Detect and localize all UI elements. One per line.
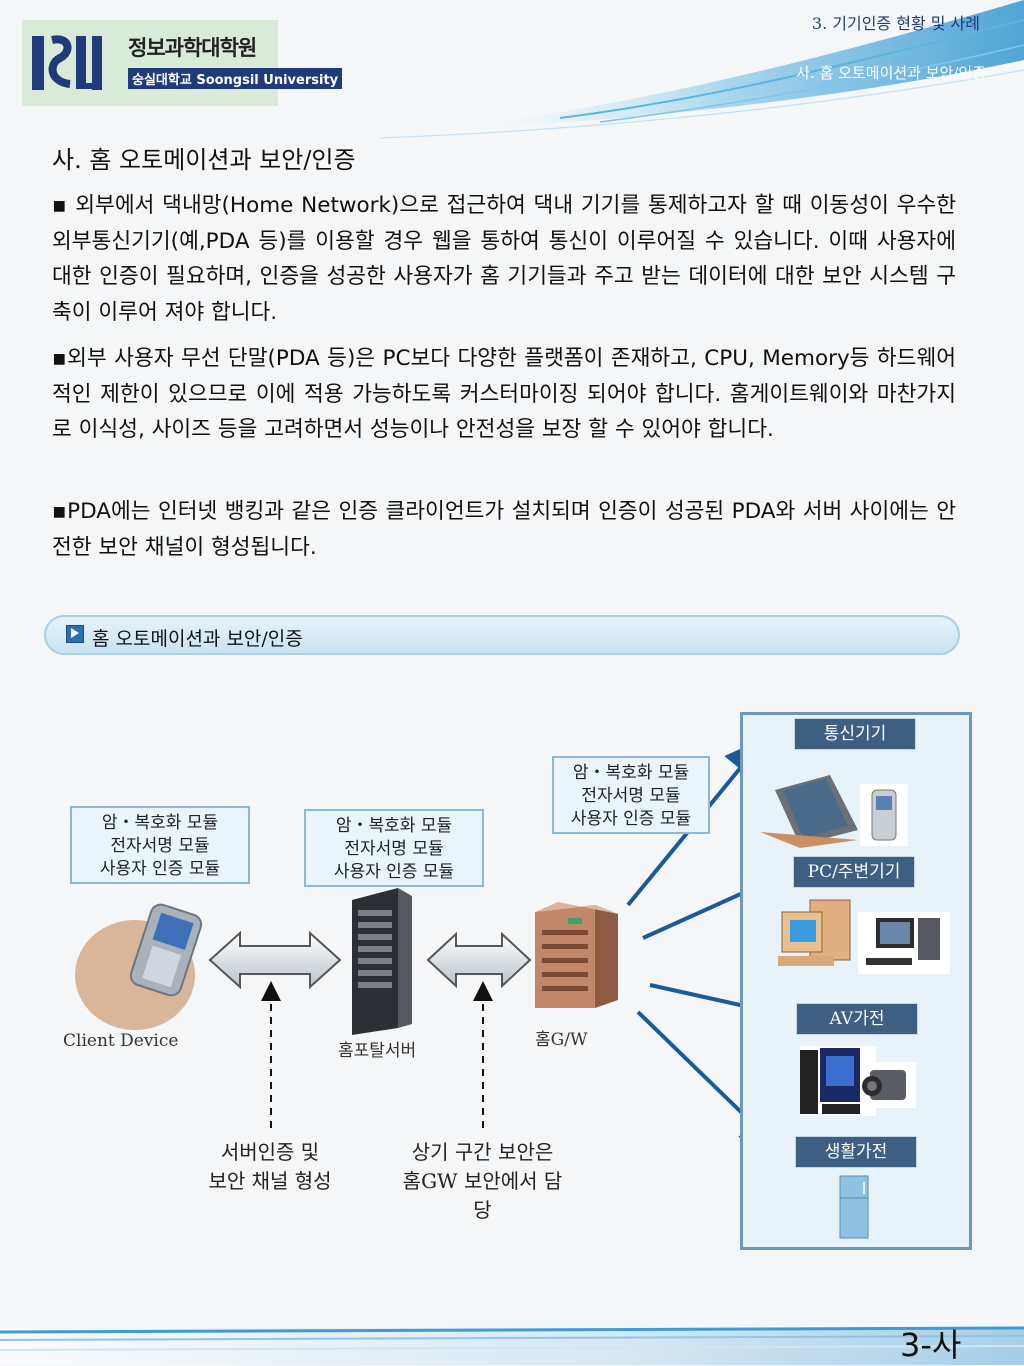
gateway-label: 홈G/W bbox=[535, 1030, 588, 1050]
logo-box bbox=[22, 20, 278, 106]
paragraph-3: ▪PDA에는 인터넷 뱅킹과 같은 인증 클라이언트가 설치되며 인증이 성공된… bbox=[52, 499, 956, 560]
module-box-gateway: 암・복호화 모듈 전자서명 모듈 사용자 인증 모듈 bbox=[552, 756, 710, 834]
paragraph-1: ▪ 외부에서 댁내망(Home Network)으로 접근하여 댁내 기기를 통… bbox=[52, 193, 956, 325]
page-title: 사. 홈 오토메이션과 보안/인증 bbox=[52, 146, 356, 174]
refrigerator-icon bbox=[839, 1175, 869, 1239]
module-line: 전자서명 모듈 bbox=[110, 836, 210, 856]
note-line: 서버인증 및 bbox=[220, 1140, 320, 1164]
double-arrow-portal-gw bbox=[426, 931, 532, 989]
module-line: 암・복호화 모듈 bbox=[335, 816, 453, 836]
category-av-appliances: AV가전 bbox=[796, 1003, 918, 1035]
note-line: 보안 채널 형성 bbox=[208, 1169, 332, 1193]
client-device-icon bbox=[75, 903, 203, 1030]
module-line: 사용자 인증 모듈 bbox=[99, 859, 221, 879]
module-box-portal: 암・복호화 모듈 전자서명 모듈 사용자 인증 모듈 bbox=[304, 809, 484, 887]
university-logo-icon bbox=[32, 35, 102, 90]
module-line: 암・복호화 모듈 bbox=[101, 813, 219, 833]
portal-server-label: 홈포탈서버 bbox=[338, 1041, 417, 1061]
module-line: 암・복호화 모듈 bbox=[572, 763, 690, 783]
desktop-pc-icon bbox=[778, 899, 851, 966]
camcorder-icon bbox=[862, 1062, 916, 1108]
panel-device-icons bbox=[760, 775, 950, 1239]
module-box-client: 암・복호화 모듈 전자서명 모듈 사용자 인증 모듈 bbox=[70, 806, 250, 884]
note-gw-security: 상기 구간 보안은 홈GW 보안에서 담 당 bbox=[380, 1138, 585, 1225]
handheld-icon bbox=[860, 784, 908, 846]
pda-icon bbox=[760, 775, 858, 848]
diagram-graphics bbox=[75, 737, 798, 1151]
note-line: 당 bbox=[473, 1198, 492, 1222]
module-line: 사용자 인증 모듈 bbox=[570, 809, 692, 829]
note-line: 홈GW 보안에서 담 bbox=[402, 1169, 563, 1193]
module-line: 전자서명 모듈 bbox=[581, 786, 681, 806]
home-gateway-icon bbox=[535, 902, 618, 1008]
category-home-appliances: 생활가전 bbox=[795, 1136, 917, 1168]
computer-set-icon bbox=[858, 912, 950, 974]
play-bullet-triangle bbox=[71, 628, 79, 638]
category-pc-peripherals: PC/주변기기 bbox=[793, 856, 915, 888]
page-number: 3-사 bbox=[900, 1326, 962, 1364]
tv-icon bbox=[800, 1046, 876, 1116]
section-bar bbox=[44, 615, 960, 655]
footer-stripe bbox=[0, 1326, 1024, 1365]
logo-university: 숭실대학교 Soongsil University bbox=[128, 68, 343, 89]
portal-server-icon bbox=[352, 888, 412, 1035]
paragraph-2: ▪외부 사용자 무선 단말(PDA 등)은 PC보다 다양한 플랫폼이 존재하고… bbox=[52, 346, 956, 442]
logo-name: 정보과학대학원 bbox=[128, 36, 257, 60]
client-device-label: Client Device bbox=[63, 1031, 179, 1051]
module-line: 전자서명 모듈 bbox=[344, 839, 444, 859]
double-arrow-client-portal bbox=[208, 930, 342, 990]
section-bar-title: 홈 오토메이션과 보안/인증 bbox=[92, 628, 303, 650]
note-server-auth: 서버인증 및 보안 채널 형성 bbox=[180, 1138, 360, 1196]
category-comm-devices: 통신기기 bbox=[794, 718, 916, 750]
header-chapter: 3. 기기인증 현황 및 사례 bbox=[811, 14, 980, 33]
module-line: 사용자 인증 모듈 bbox=[333, 862, 455, 882]
note-line: 상기 구간 보안은 bbox=[411, 1140, 554, 1164]
header-section: 사. 홈 오토메이션과 보안/인증 bbox=[796, 64, 986, 82]
header-swoosh bbox=[379, 0, 1024, 139]
